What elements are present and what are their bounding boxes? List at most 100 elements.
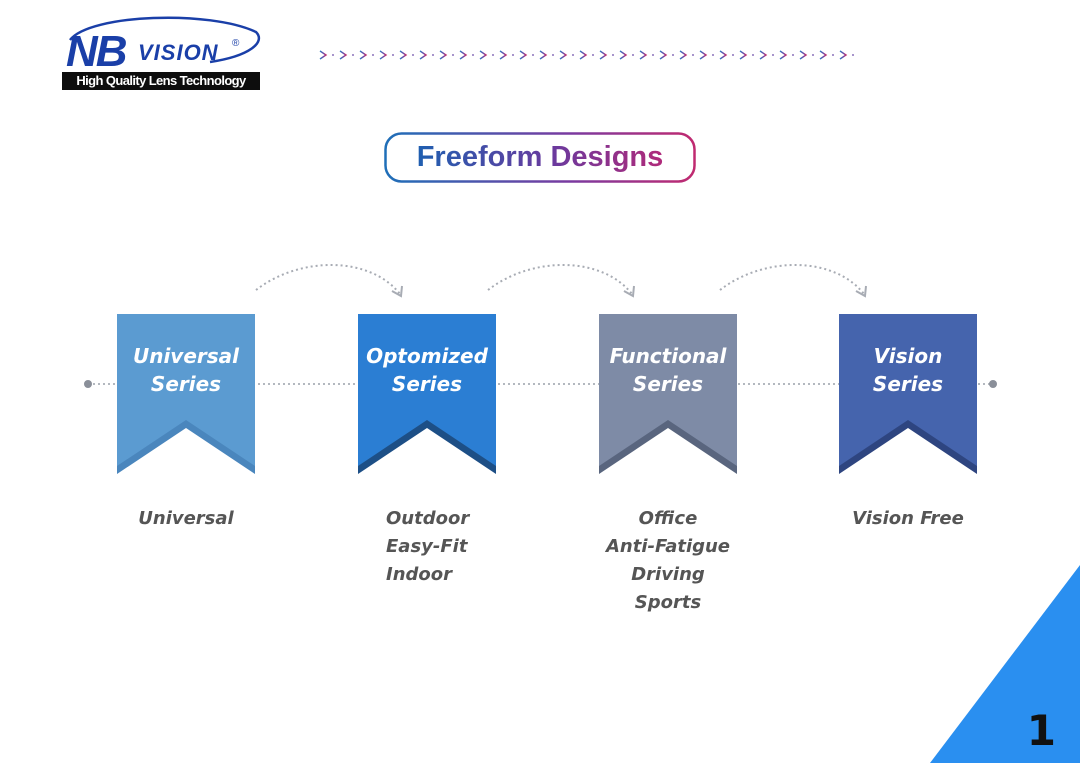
series-items-universal: Universal	[96, 505, 276, 533]
brand-logo: NB VISION ® High Quality Lens Technology	[60, 12, 265, 94]
ribbon-front	[117, 314, 255, 466]
band-chevron	[379, 50, 388, 60]
band-chevron	[419, 50, 428, 60]
band-chevron	[519, 50, 528, 60]
timeline-end-dot	[989, 380, 997, 388]
band-dot	[792, 54, 794, 56]
band-dot	[612, 54, 614, 56]
title-pill-border	[384, 132, 696, 183]
page-number: 1	[1026, 706, 1056, 755]
band-dot	[432, 54, 434, 56]
band-chevron	[559, 50, 568, 60]
list-item: Driving	[631, 564, 705, 585]
band-chevron	[639, 50, 648, 60]
band-chevron	[479, 50, 488, 60]
band-dot	[592, 54, 594, 56]
band-dot	[472, 54, 474, 56]
band-dot	[392, 54, 394, 56]
series-items-functional: Office Anti-Fatigue Driving Sports	[578, 505, 758, 617]
band-chevron	[699, 50, 708, 60]
band-chevron	[719, 50, 728, 60]
band-chevron	[839, 50, 848, 60]
arrow-3-head	[855, 285, 867, 298]
band-chevron	[739, 50, 748, 60]
band-chevron	[359, 50, 368, 60]
band-dot	[692, 54, 694, 56]
arrow-1	[255, 264, 401, 295]
band-chevron	[459, 50, 468, 60]
corner-triangle-shape	[930, 565, 1080, 763]
arrow-2-head	[623, 285, 635, 298]
band-chevron	[599, 50, 608, 60]
band-dot	[492, 54, 494, 56]
band-dot	[652, 54, 654, 56]
list-item: Office	[638, 508, 698, 529]
title-pill: Freeform Designs	[384, 132, 696, 183]
band-chevron	[659, 50, 668, 60]
progress-arrows	[255, 264, 867, 298]
band-dot	[832, 54, 834, 56]
band-chevron	[579, 50, 588, 60]
arrow-1-head	[391, 285, 403, 298]
logo-nb-text: NB	[66, 27, 128, 76]
list-item: Easy-Fit	[386, 536, 468, 557]
page-title: Freeform Designs	[416, 141, 664, 173]
band-chevron	[499, 50, 508, 60]
band-dot	[632, 54, 634, 56]
list-item: Indoor	[386, 564, 453, 585]
band-chevron	[399, 50, 408, 60]
logo-vision-text: VISION	[138, 40, 219, 65]
list-item: Universal	[138, 508, 234, 529]
list-item: Anti-Fatigue	[605, 536, 731, 557]
band-dot	[712, 54, 714, 56]
series-items-vision: Vision Free	[818, 505, 998, 533]
band-dot	[772, 54, 774, 56]
band-dot	[452, 54, 454, 56]
band-dot	[372, 54, 374, 56]
band-chevron	[759, 50, 768, 60]
band-chevron	[319, 50, 328, 60]
band-chevron	[819, 50, 828, 60]
logo-registered-mark: ®	[232, 38, 240, 49]
list-item: Vision Free	[852, 508, 964, 529]
ribbon-front	[839, 314, 977, 466]
band-chevron	[679, 50, 688, 60]
logo-tagline: High Quality Lens Technology	[62, 72, 260, 90]
band-chevron	[539, 50, 548, 60]
band-chevron	[339, 50, 348, 60]
band-chevron	[439, 50, 448, 60]
corner-triangle	[930, 565, 1080, 763]
list-item: Sports	[634, 592, 702, 613]
band-dot	[752, 54, 754, 56]
band-dot	[412, 54, 414, 56]
arrow-3	[719, 264, 865, 295]
arrow-2	[487, 264, 633, 295]
band-chevron	[779, 50, 788, 60]
band-dot	[732, 54, 734, 56]
band-chevron	[799, 50, 808, 60]
ribbon-front	[358, 314, 496, 466]
list-item: Outdoor	[386, 508, 470, 529]
band-dot	[572, 54, 574, 56]
band-chevron	[619, 50, 628, 60]
band-dot	[852, 54, 854, 56]
ribbon-front	[599, 314, 737, 466]
band-dot	[352, 54, 354, 56]
series-items-optomized: Outdoor Easy-Fit Indoor	[386, 505, 506, 589]
band-dot	[812, 54, 814, 56]
band-dot	[552, 54, 554, 56]
band-dot	[672, 54, 674, 56]
logo-swoosh	[69, 16, 261, 64]
band-dot	[512, 54, 514, 56]
band-dot	[532, 54, 534, 56]
band-dot	[332, 54, 334, 56]
timeline-start-dot	[84, 380, 92, 388]
